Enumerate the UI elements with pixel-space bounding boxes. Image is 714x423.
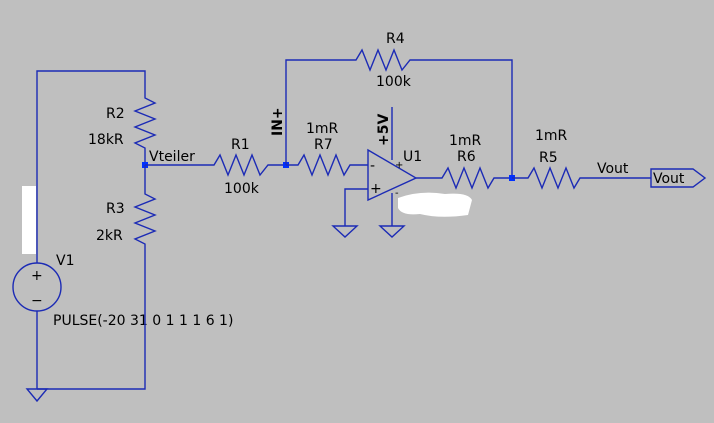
- wire-v1-top: [36, 70, 146, 263]
- r1-zigzag: [145, 153, 286, 177]
- vout-port[interactable]: Vout: [650, 168, 707, 188]
- r7-name: R7: [314, 137, 333, 153]
- v1-source[interactable]: + − V1 PULSE(-20 31 0 1 1 1 6 1): [12, 70, 233, 403]
- r1-name: R1: [231, 137, 250, 153]
- v1-spec: PULSE(-20 31 0 1 1 1 6 1): [53, 313, 233, 329]
- v1-minus-sign: −: [31, 293, 43, 309]
- r5-zigzag: [512, 166, 651, 190]
- resistor-r3[interactable]: R3 2kR: [37, 165, 157, 390]
- r2-zigzag: [133, 92, 157, 165]
- v1-plus-sign: +: [31, 268, 43, 284]
- redaction-bar-left: [22, 186, 36, 254]
- u1-plus-input: +: [370, 181, 382, 197]
- net-label-in-plus: IN+: [270, 107, 286, 136]
- u1-plus-wire: [344, 188, 368, 226]
- resistor-r5[interactable]: 1mR R5: [512, 128, 651, 190]
- r3-value: 2kR: [96, 228, 123, 244]
- r6-value: 1mR: [449, 133, 482, 149]
- r7-zigzag: [286, 153, 368, 177]
- ground-symbol-u1-plus: [331, 225, 359, 238]
- resistor-r4[interactable]: R4 100k: [285, 31, 513, 178]
- resistor-r6[interactable]: 1mR R6: [416, 133, 512, 190]
- u1-supply-minus: -: [395, 188, 399, 199]
- r4-value: 100k: [376, 74, 412, 90]
- ground-symbol-v1: [25, 388, 49, 403]
- r7-value: 1mR: [306, 121, 339, 137]
- r3-name: R3: [106, 201, 125, 217]
- opamp-u1[interactable]: - + + - U1 +5V: [331, 107, 422, 238]
- r6-name: R6: [457, 149, 476, 165]
- resistor-r2[interactable]: R2 18kR: [88, 92, 157, 165]
- r5-value: 1mR: [535, 128, 568, 144]
- u1-name: U1: [403, 149, 422, 165]
- net-label-plus5v: +5V: [376, 114, 392, 146]
- vout-port-label: Vout: [653, 171, 685, 187]
- r5-name: R5: [539, 150, 558, 166]
- r1-value: 100k: [224, 181, 260, 197]
- r6-zigzag: [416, 166, 512, 190]
- r4-name: R4: [386, 31, 405, 47]
- r3-zigzag: [37, 165, 157, 390]
- redaction-blob: [398, 192, 472, 217]
- u1-supply-plus: +: [395, 160, 403, 171]
- r2-name: R2: [106, 106, 125, 122]
- ground-symbol-u1-vee: [378, 225, 406, 238]
- v1-name: V1: [56, 253, 74, 269]
- resistor-r1[interactable]: R1 100k: [145, 137, 286, 197]
- net-label-vteiler: Vteiler: [149, 149, 195, 165]
- u1-minus-input: -: [370, 158, 375, 174]
- r2-value: 18kR: [88, 132, 124, 148]
- r4-wire-zigzag: [285, 48, 513, 178]
- resistor-r7[interactable]: 1mR R7: [286, 121, 368, 177]
- net-label-vout: Vout: [597, 161, 629, 177]
- u1-triangle: [367, 148, 418, 202]
- vout-port-flag: [650, 168, 707, 188]
